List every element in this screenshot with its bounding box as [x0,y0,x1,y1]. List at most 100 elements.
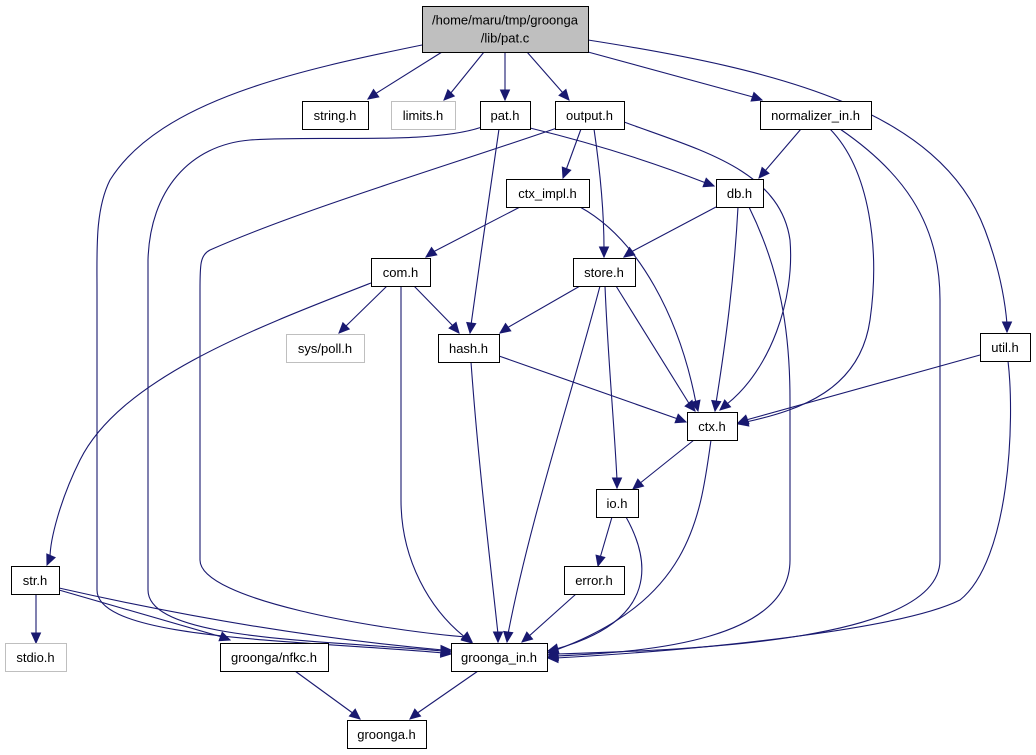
arrowhead-icon [736,414,750,425]
node-label: util.h [991,340,1018,355]
node-pat-h[interactable]: pat.h [480,101,531,130]
node-box [760,101,872,130]
node-box [573,258,636,287]
node-util-h[interactable]: util.h [980,333,1031,362]
node-label: store.h [584,265,624,280]
node-box [506,179,590,208]
arrowhead-icon [499,89,511,102]
edge-str-h-to-stdio-h [30,594,42,645]
node-label: ctx_impl.h [518,186,577,201]
node-box [422,6,589,53]
node-sys-poll-h: sys/poll.h [286,334,365,363]
edge-str-h-to-groonga-in-h [58,587,453,656]
edge-line [623,121,792,405]
node-box [347,720,427,749]
edge-line [745,354,981,421]
edge-line [413,285,455,328]
node-groonga-h[interactable]: groonga.h [347,720,427,749]
arrowhead-icon [595,554,606,568]
node-box [451,643,548,672]
edge-hash-h-to-groonga-in-h [470,361,504,644]
node-groonga-in-h[interactable]: groonga_in.h [451,643,548,672]
arrowhead-icon [719,399,732,411]
node-db-h[interactable]: db.h [716,179,764,208]
node-error-h[interactable]: error.h [564,566,625,595]
edge-output-h-to-ctx-h [623,121,792,411]
edge-line [630,206,717,253]
node-hash-h[interactable]: hash.h [438,334,500,363]
edge-pat-c-to-groonga-in-h [96,44,453,658]
edge-com-h-to-groonga-in-h [400,286,473,644]
edge-line [555,360,1012,659]
edge-store-h-to-io-h [604,285,623,490]
node-store-h[interactable]: store.h [573,258,636,287]
edge-io-h-to-groonga-in-h [546,516,643,654]
arrowhead-icon [466,321,477,335]
edge-line [470,128,500,326]
arrowhead-icon [521,631,534,643]
edge-pat-c-to-string-h [367,51,443,100]
arrowhead-icon [348,708,361,720]
arrowhead-icon [499,322,512,334]
arrowhead-icon [623,246,636,258]
edge-pat-c-to-util-h [587,39,1013,334]
node-groonga-nfkc-h[interactable]: groonga/nfkc.h [220,643,329,672]
edge-pat-c-to-output-h [526,51,570,101]
node-ctx-h[interactable]: ctx.h [687,412,738,441]
node-pat-c[interactable]: /home/maru/tmp/groonga/lib/pat.c [422,6,589,53]
arrowhead-icon [558,88,570,101]
edge-line [529,127,707,184]
edge-error-h-to-groonga-in-h [521,593,577,643]
node-box [302,101,369,130]
edge-line [764,128,802,172]
node-box [11,566,60,595]
node-ctx-impl-h[interactable]: ctx_impl.h [506,179,590,208]
edge-store-h-to-groonga-in-h [503,285,601,644]
edge-util-h-to-ctx-h [736,354,981,425]
node-label: ctx.h [698,419,725,434]
node-normalizer-in-h[interactable]: normalizer_in.h [760,101,872,130]
arrowhead-icon [684,399,696,412]
arrowhead-icon [598,246,610,259]
edge-line [415,670,479,715]
node-box [391,101,456,130]
node-string-h[interactable]: string.h [302,101,369,130]
arrowhead-icon [367,88,380,100]
edge-line [715,206,739,404]
edge-groonga-nfkc-h-to-groonga-h [294,670,361,720]
edge-line [96,44,444,654]
edge-com-h-to-sys-poll-h [338,285,388,334]
edge-line [555,206,791,657]
edge-line [555,516,643,650]
arrowhead-icon [546,643,560,654]
edge-line [147,126,483,652]
node-box [371,258,431,287]
arrowhead-icon [674,413,688,424]
edge-line [498,355,679,420]
node-com-h[interactable]: com.h [371,258,431,287]
node-box [220,643,329,672]
arrowhead-icon [218,631,232,642]
edge-ctx-h-to-io-h [632,439,695,490]
edge-line [526,51,564,94]
edge-pat-c-to-pat-h [499,52,511,102]
node-label: io.h [607,496,628,511]
edge-line [527,593,577,638]
node-str-h[interactable]: str.h [11,566,60,595]
arrowhead-icon [690,399,701,413]
edge-line [400,286,467,639]
edge-line [579,206,697,404]
edge-line [638,439,695,485]
arrowhead-icon [750,91,764,102]
node-stdio-h: stdio.h [5,643,67,672]
node-io-h[interactable]: io.h [596,489,639,518]
node-box [596,489,639,518]
edge-line [587,51,754,98]
node-output-h[interactable]: output.h [555,101,625,130]
arrowhead-icon [1001,321,1013,334]
node-label: sys/poll.h [298,341,352,356]
node-label: error.h [575,573,613,588]
edge-com-h-to-hash-h [413,285,460,334]
edge-util-h-to-groonga-in-h [546,360,1012,664]
